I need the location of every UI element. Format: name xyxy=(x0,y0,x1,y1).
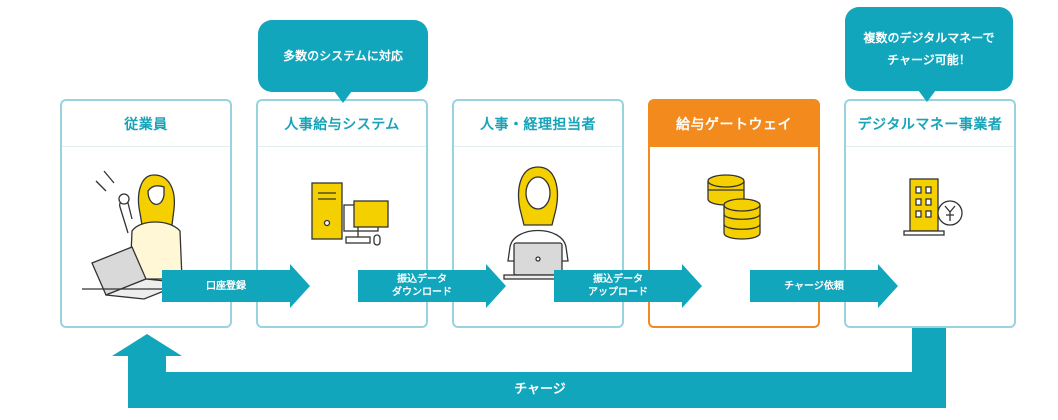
card-hr-payroll-system: 人事給与システム xyxy=(256,99,428,328)
return-arrow-label: チャージ xyxy=(514,382,566,397)
building-with-yen-coin-icon xyxy=(903,178,963,236)
arrow-account-registration: 口座登録 xyxy=(162,264,310,308)
card-title: デジタルマネー事業者 xyxy=(846,101,1014,147)
bubble-text-line: チャージ可能！ xyxy=(887,53,971,67)
arrow-label: 口座登録 xyxy=(206,280,246,292)
speech-bubble-systems: 多数のシステムに対応 xyxy=(258,20,428,92)
arrow-label: 振込データ xyxy=(593,274,643,285)
arrow-charge-request: チャージ依頼 xyxy=(750,264,898,308)
arrow-label: チャージ依頼 xyxy=(784,280,844,292)
return-arrow-shape xyxy=(112,328,946,408)
bubble-text-line: 多数のシステムに対応 xyxy=(283,49,403,63)
arrow-label: アップロード xyxy=(588,287,648,298)
card-employee: 従業員 xyxy=(60,99,232,328)
staff-with-laptop-icon xyxy=(503,166,573,280)
card-title: 給与ゲートウェイ xyxy=(650,101,818,147)
card-title: 人事・経理担当者 xyxy=(454,101,622,147)
arrow-transfer-data-download: 振込データ ダウンロード xyxy=(358,264,506,308)
bubble-text-line: 複数のデジタルマネーで xyxy=(863,31,995,45)
arrow-transfer-data-upload: 振込データ アップロード xyxy=(554,264,702,308)
card-title: 人事給与システム xyxy=(258,101,426,147)
arrow-label: ダウンロード xyxy=(392,287,452,298)
coin-stack-icon xyxy=(707,174,761,240)
speech-bubble-tail xyxy=(334,91,352,103)
employee-with-laptop-icon xyxy=(82,170,212,300)
card-title: 従業員 xyxy=(62,101,230,147)
speech-bubble-digital-money: 複数のデジタルマネーで チャージ可能！ xyxy=(845,7,1013,91)
computer-server-icon xyxy=(311,182,389,246)
speech-bubble-tail xyxy=(918,90,936,102)
arrow-label: 振込データ xyxy=(397,274,447,285)
